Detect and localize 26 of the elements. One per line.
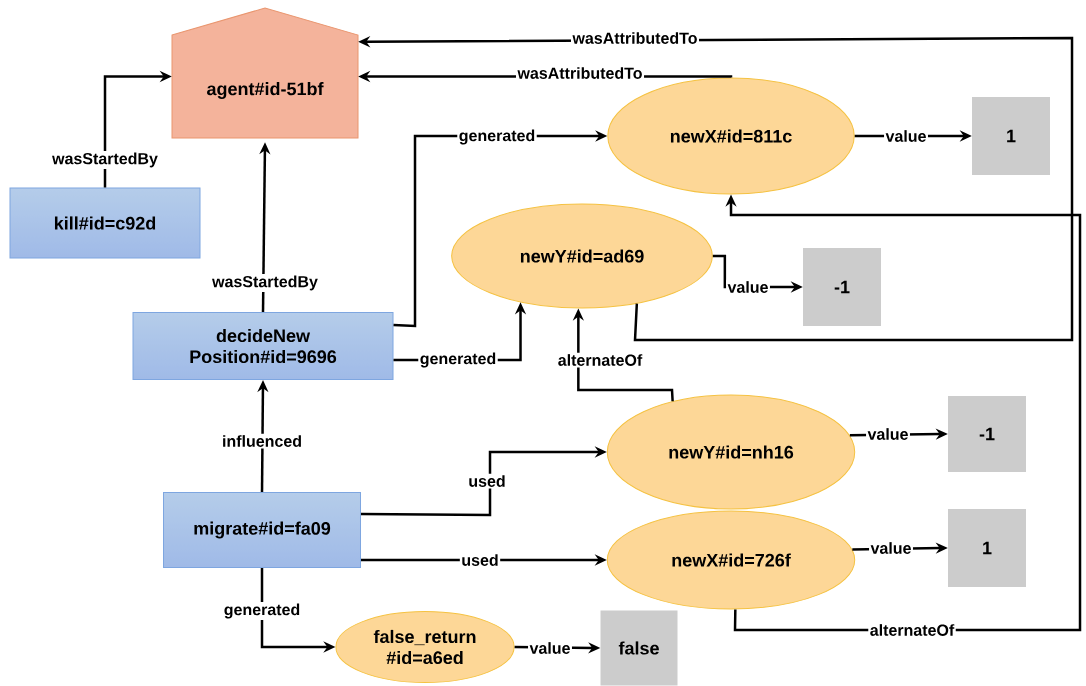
edge-label: value bbox=[869, 540, 913, 556]
edge-label: influenced bbox=[220, 433, 304, 449]
value-box: -1 bbox=[948, 396, 1026, 472]
value-box: 1 bbox=[972, 97, 1050, 175]
edge-label: alternateOf bbox=[868, 622, 956, 638]
value-box: 1 bbox=[948, 509, 1026, 587]
edge-label: generated bbox=[418, 351, 498, 369]
edge-label: alternateOf bbox=[556, 352, 644, 368]
edge-label: wasAttributedTo bbox=[571, 30, 700, 46]
activity-box: migrate#id=fa09 bbox=[163, 492, 361, 568]
edge-label: value bbox=[884, 128, 928, 144]
activity-box: decideNew Position#id=9696 bbox=[132, 312, 394, 380]
edge-label: value bbox=[726, 279, 770, 295]
edge-label: value bbox=[528, 640, 572, 656]
edge-label: used bbox=[466, 473, 508, 489]
edge-label: used bbox=[459, 552, 501, 568]
value-box: false bbox=[600, 610, 678, 686]
edge-label: value bbox=[866, 426, 910, 442]
edge-label: wasStartedBy bbox=[50, 151, 160, 169]
edge-label: generated bbox=[222, 602, 302, 620]
edge-label: wasStartedBy bbox=[210, 274, 320, 292]
activity-box: kill#id=c92d bbox=[9, 187, 201, 259]
edge-label: wasAttributedTo bbox=[516, 65, 644, 81]
value-box: -1 bbox=[803, 248, 881, 326]
agent-pentagon: agent#id-51bf bbox=[171, 7, 359, 139]
edge-label: generated bbox=[457, 128, 537, 146]
